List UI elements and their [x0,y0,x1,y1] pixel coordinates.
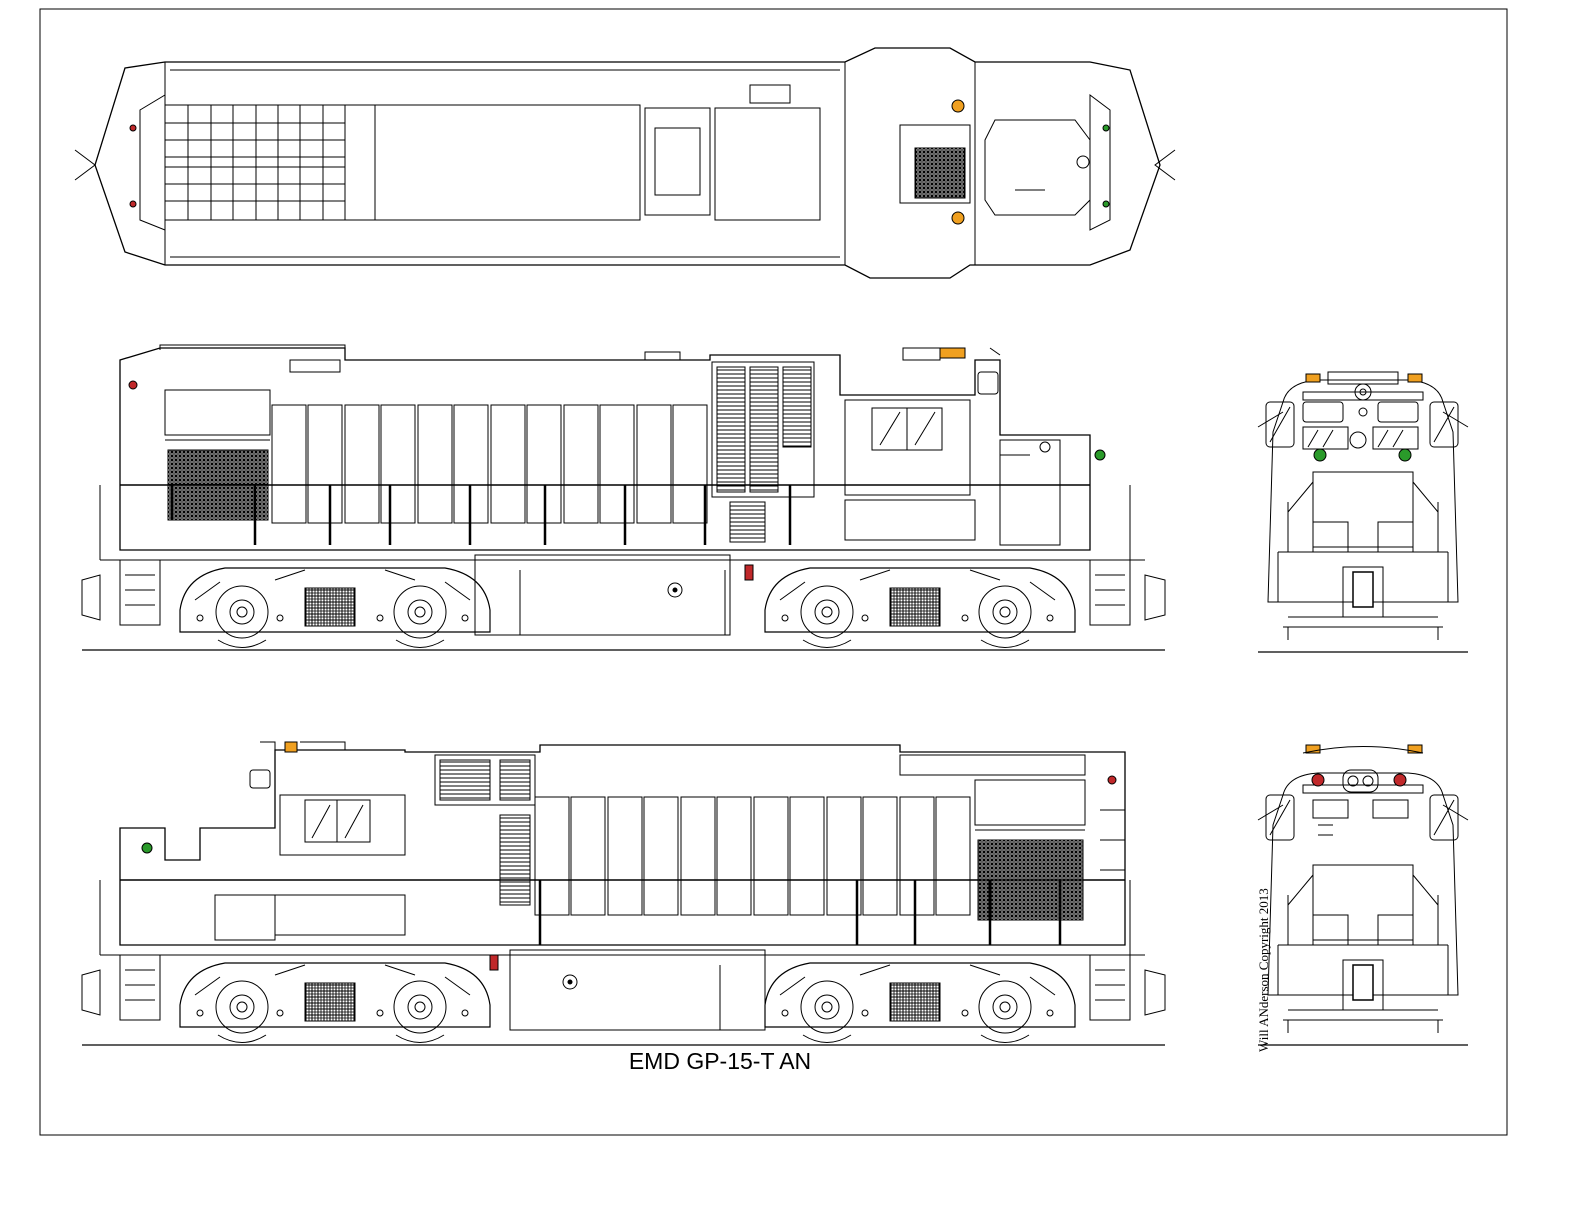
top-plan-view [74,47,1176,279]
sheet-border [39,8,1508,1136]
front-end-view [1257,371,1469,653]
copyright-credit: Will ANderson Copyright 2013 [1256,888,1271,1052]
rear-end-view [1257,744,1469,1046]
right-side-elevation [81,741,1166,1046]
left-side-elevation [81,344,1166,651]
drawing-caption: EMD GP-15-T AN [628,1048,812,1074]
